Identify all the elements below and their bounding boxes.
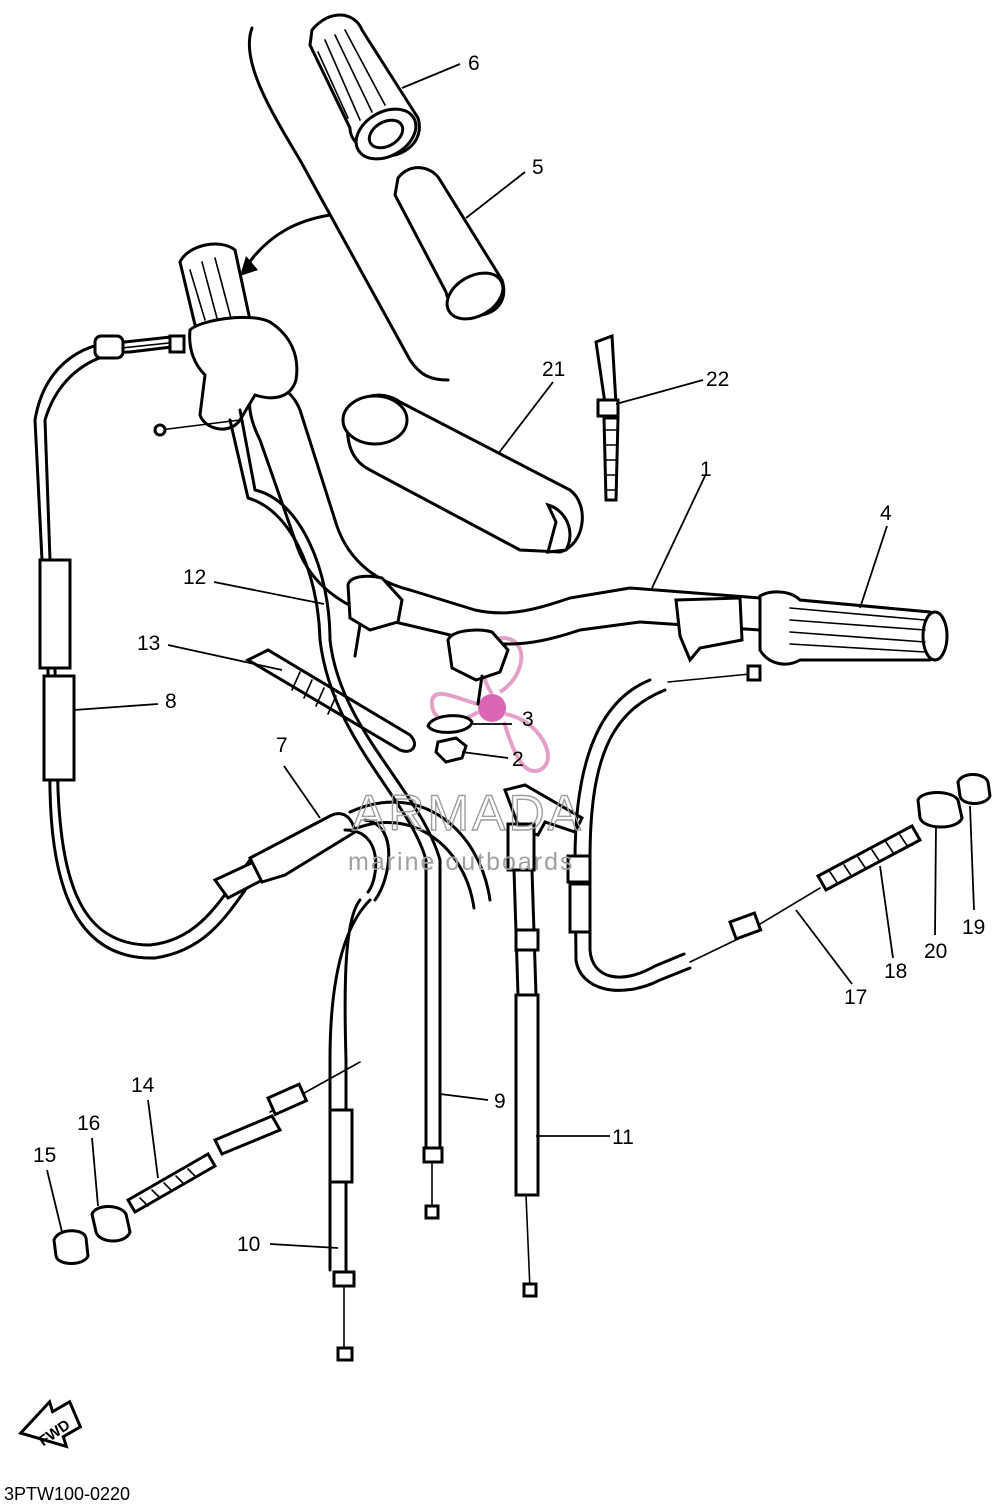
cap-15-drawing bbox=[52, 1229, 90, 1265]
grip-6-drawing bbox=[308, 13, 421, 161]
cable-10-drawing bbox=[266, 898, 372, 1362]
throttle-sleeve-5-drawing bbox=[393, 166, 506, 321]
callout-17: 17 bbox=[844, 986, 867, 1009]
callout-22: 22 bbox=[706, 368, 729, 391]
adjuster-18-drawing bbox=[815, 823, 923, 893]
callout-8: 8 bbox=[165, 690, 177, 713]
cable-7-drawing bbox=[212, 800, 492, 910]
callout-13: 13 bbox=[137, 632, 160, 655]
detail-arrow bbox=[243, 213, 332, 270]
callout-19: 19 bbox=[962, 916, 985, 939]
callout-7: 7 bbox=[276, 734, 288, 757]
cap-19-drawing bbox=[956, 773, 992, 805]
callout-labels: 6 5 21 22 1 4 12 13 3 8 7 2 19 20 18 17 … bbox=[33, 52, 985, 1256]
callout-16: 16 bbox=[77, 1112, 100, 1135]
leader-lines bbox=[46, 63, 975, 1249]
callout-14: 14 bbox=[131, 1074, 155, 1097]
locknut-20-drawing bbox=[916, 791, 964, 829]
locknut-16-drawing bbox=[90, 1205, 132, 1243]
fwd-arrow: FWD bbox=[17, 1398, 83, 1450]
figure-code: 3PTW100-0220 bbox=[4, 1484, 130, 1504]
watermark-subtitle: marine outboards bbox=[348, 848, 575, 876]
cable-8-drawing bbox=[33, 334, 260, 960]
strap-22-drawing bbox=[594, 333, 620, 502]
watermark-title: ARMADA bbox=[352, 785, 584, 841]
band-13-drawing bbox=[244, 648, 416, 753]
callout-21: 21 bbox=[542, 358, 565, 381]
callout-12: 12 bbox=[183, 566, 206, 589]
adjuster-14-drawing bbox=[125, 1114, 283, 1215]
callout-11: 11 bbox=[612, 1126, 634, 1149]
detail-bracket-line bbox=[247, 26, 450, 382]
callout-6: 6 bbox=[468, 52, 480, 75]
grip-21-drawing bbox=[341, 393, 584, 554]
callout-3: 3 bbox=[522, 708, 534, 731]
callout-15: 15 bbox=[33, 1144, 56, 1167]
callout-2: 2 bbox=[512, 748, 524, 771]
callout-10: 10 bbox=[237, 1233, 260, 1256]
callout-1: 1 bbox=[700, 458, 712, 481]
washer-3-drawing bbox=[426, 714, 474, 734]
callout-20: 20 bbox=[924, 940, 947, 963]
cable-11-drawing bbox=[506, 822, 540, 1298]
callout-4: 4 bbox=[880, 502, 892, 525]
handlebar-1-drawing bbox=[178, 242, 949, 837]
switch-holder-12-drawing bbox=[346, 574, 510, 706]
callout-5: 5 bbox=[532, 156, 544, 179]
callout-9: 9 bbox=[494, 1090, 506, 1113]
cable-17-drawing bbox=[566, 664, 821, 992]
cable-9-drawing bbox=[153, 408, 444, 1220]
nut-2-drawing bbox=[434, 736, 468, 764]
callout-18: 18 bbox=[884, 960, 907, 983]
